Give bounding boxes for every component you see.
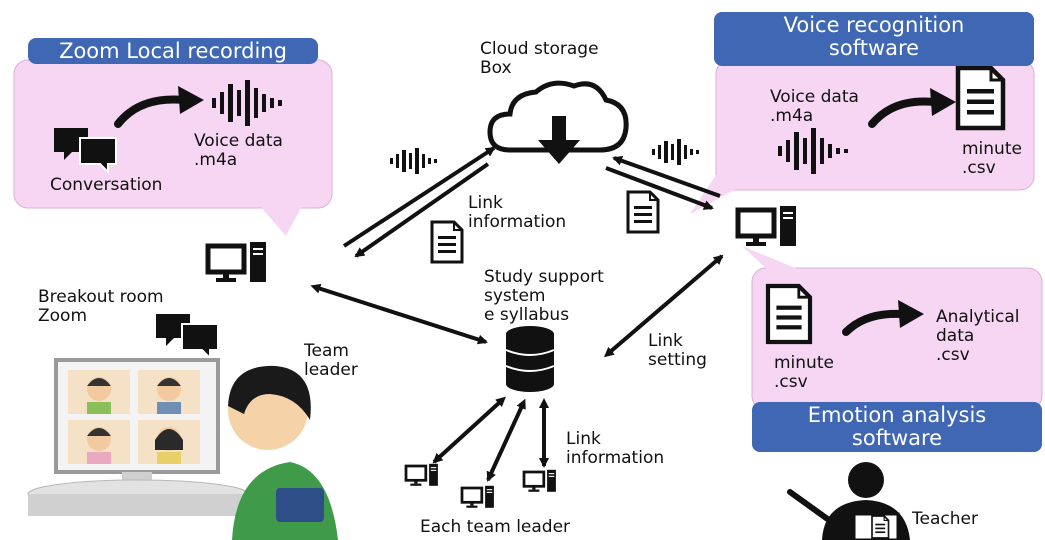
curved-arrow-icon [868,97,938,128]
voice-recognition-minute-label: minute .csv [962,139,1022,178]
curved-arrow-icon [114,95,188,128]
analytical-data-label: Analytical data .csv [936,307,1020,365]
zoom-local-recording-title: Zoom Local recording [28,38,318,64]
link-information-bottom-label: Link information [566,429,665,468]
arrow-icon [310,283,488,345]
arrow-icon [612,155,721,198]
emotion-analysis-title: Emotion analysis software [752,402,1042,452]
teacher-illustration [787,462,910,540]
document-icon [430,220,464,264]
voice-recognition-voice-label: Voice data .m4a [770,87,859,126]
computer-icon [208,242,266,282]
database-icon [505,326,555,392]
emotion-analysis-callout-tail [742,246,800,270]
document-icon [626,190,660,234]
computer-icon [404,462,440,488]
link-setting-label: Link setting [648,331,707,370]
curved-arrow-icon [842,309,906,336]
breakout-room-label: Breakout room Zoom [38,287,164,326]
team-leader-illustration [228,365,338,540]
arrow-icon [342,146,496,248]
document-icon [768,286,810,342]
video-call-monitor-illustration [27,358,249,516]
sound-wave-icon [390,148,437,174]
arrow-icon [432,396,506,464]
team-leader-label: Team leader [304,341,358,380]
study-support-label: Study support system e syllabus [484,267,604,325]
cloud-download-icon [487,80,629,164]
emotion-minute-label: minute .csv [774,353,834,392]
each-team-leader-label: Each team leader [420,517,571,537]
speech-bubbles-icon [155,313,219,359]
computer-icon [738,206,796,246]
cloud-storage-label: Cloud storage Box [480,39,599,78]
computer-icon [522,468,558,494]
sound-wave-icon [212,80,282,126]
voice-data-label: Voice data .m4a [194,131,283,170]
arrow-icon [603,254,724,358]
zoom-local-callout-tail [260,206,302,236]
arrow-icon [354,162,490,258]
teacher-label: Teacher [912,509,978,529]
arrow-icon [605,166,714,210]
sound-wave-icon [778,128,848,174]
document-icon [958,68,1003,128]
sound-wave-icon [652,139,699,165]
conversation-label: Conversation [50,175,163,195]
voice-recognition-title: Voice recognition software [714,12,1034,66]
arrow-icon [486,398,526,482]
link-information-top-label: Link information [468,193,567,232]
computer-icon [460,484,496,510]
